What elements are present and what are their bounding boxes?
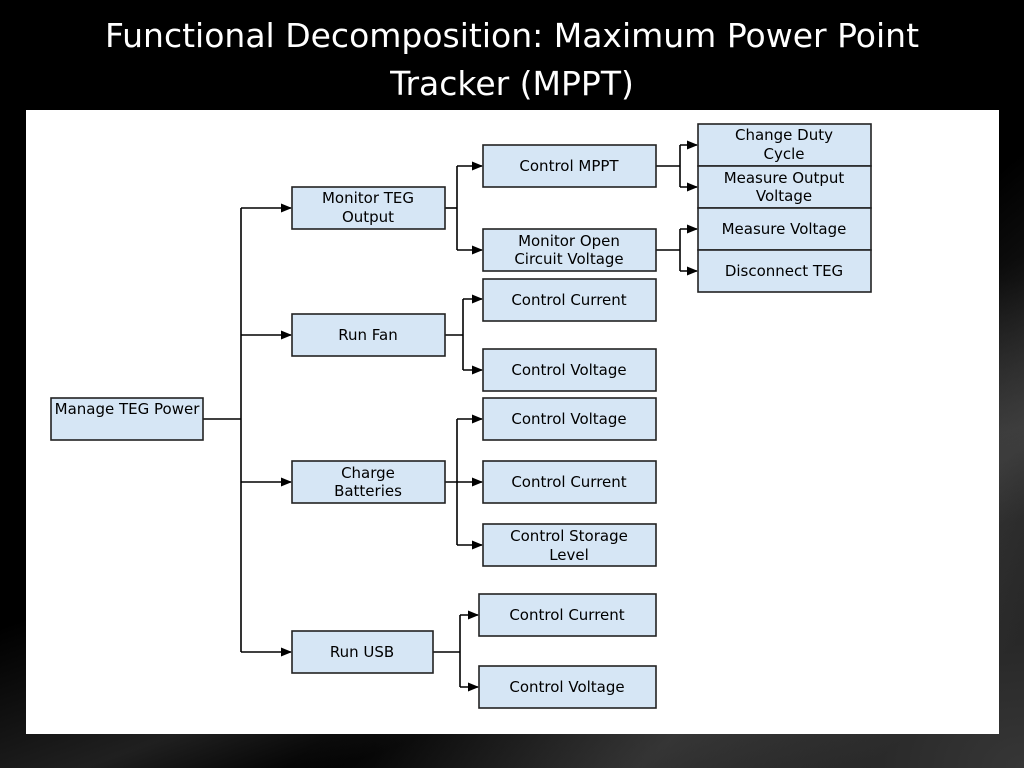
node-label-line-2: Output <box>342 208 394 226</box>
node-label-line-1: Control Storage <box>510 527 628 545</box>
node-change-duty-cycle: Change Duty Cycle <box>697 123 872 167</box>
node-label-line-1: Monitor Open <box>518 232 620 250</box>
node-label: Measure Voltage <box>722 220 847 238</box>
node-label: Control Current <box>509 606 624 624</box>
node-label-line-1: Charge <box>341 464 395 482</box>
node-monitor-open-circuit-voltage: Monitor Open Circuit Voltage <box>482 228 657 272</box>
node-label: Control Current <box>511 473 626 491</box>
node-label-line-2: Circuit Voltage <box>514 250 623 268</box>
node-label-line-2: Cycle <box>764 145 805 163</box>
node-charge-batteries: Charge Batteries <box>291 460 446 504</box>
node-control-storage-level: Control Storage Level <box>482 523 657 567</box>
node-label-line-1: Change Duty <box>735 126 833 144</box>
node-label-line-1: Monitor TEG <box>322 189 414 207</box>
node-control-mppt: Control MPPT <box>482 144 657 188</box>
node-run-fan: Run Fan <box>291 313 446 357</box>
node-manage-teg-power: Manage TEG Power <box>50 397 204 441</box>
node-disconnect-teg: Disconnect TEG <box>697 249 872 293</box>
node-charge-control-voltage: Control Voltage <box>482 397 657 441</box>
node-label: Control Current <box>511 291 626 309</box>
node-charge-control-current: Control Current <box>482 460 657 504</box>
node-label: Control Voltage <box>511 361 626 379</box>
node-label-line-2: Batteries <box>334 482 402 500</box>
node-label: Control MPPT <box>519 157 619 175</box>
node-label: Run Fan <box>338 326 397 344</box>
node-monitor-teg-output: Monitor TEG Output <box>291 186 446 230</box>
node-label: Disconnect TEG <box>725 262 843 280</box>
node-measure-output-voltage: Measure Output Voltage <box>697 165 872 209</box>
node-run-usb: Run USB <box>291 630 434 674</box>
title-line-1: Functional Decomposition: Maximum Power … <box>104 16 920 55</box>
node-label-line-2: Voltage <box>756 187 812 205</box>
node-label: Manage TEG Power <box>55 400 201 418</box>
node-fan-control-current: Control Current <box>482 278 657 322</box>
node-usb-control-voltage: Control Voltage <box>478 665 657 709</box>
node-measure-voltage: Measure Voltage <box>697 207 872 251</box>
connectors <box>203 140 699 692</box>
slide-title: Functional Decomposition: Maximum Power … <box>0 12 1024 108</box>
node-label-line-1: Measure Output <box>724 169 845 187</box>
node-label-line-2: Level <box>549 546 589 564</box>
node-label: Control Voltage <box>511 410 626 428</box>
node-fan-control-voltage: Control Voltage <box>482 348 657 392</box>
node-label: Run USB <box>330 643 394 661</box>
title-line-2: Tracker (MPPT) <box>390 64 634 103</box>
node-label: Control Voltage <box>509 678 624 696</box>
node-usb-control-current: Control Current <box>478 593 657 637</box>
